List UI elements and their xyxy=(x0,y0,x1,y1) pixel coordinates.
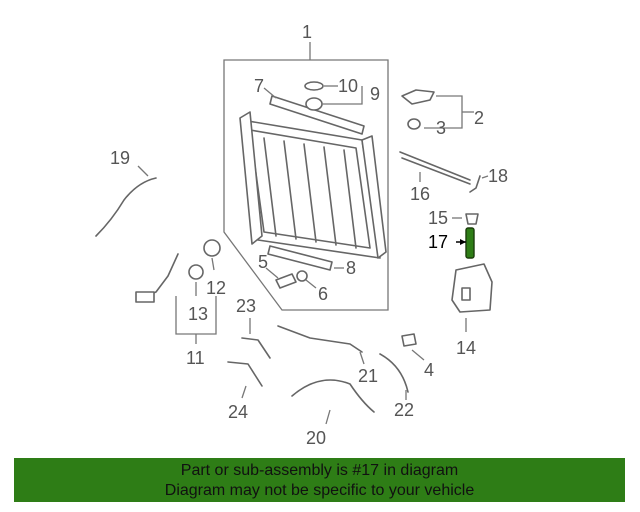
callout-23[interactable]: 23 xyxy=(236,296,256,316)
leader-6 xyxy=(305,279,317,289)
o-ring-part[interactable] xyxy=(203,239,221,257)
callout-14[interactable]: 14 xyxy=(456,338,476,358)
callout-5[interactable]: 5 xyxy=(258,252,268,272)
callout-3[interactable]: 3 xyxy=(436,118,446,138)
callout-21[interactable]: 21 xyxy=(358,366,378,386)
callout-9[interactable]: 9 xyxy=(370,84,380,104)
upper-mount-bar-part[interactable] xyxy=(269,95,365,135)
reserve-tank-part[interactable] xyxy=(451,263,493,313)
callout-2[interactable]: 2 xyxy=(474,108,484,128)
callout-16[interactable]: 16 xyxy=(410,184,430,204)
info-banner: Part or sub-assembly is #17 in diagram D… xyxy=(14,458,625,502)
bypass-hose-part[interactable] xyxy=(379,353,409,393)
connector-part[interactable] xyxy=(135,291,155,303)
small-hose-24-part[interactable] xyxy=(227,361,263,387)
leader-4 xyxy=(411,349,425,361)
callout-10[interactable]: 10 xyxy=(338,76,358,96)
drain-plug-part[interactable] xyxy=(296,270,308,282)
callout-1[interactable]: 1 xyxy=(302,22,312,42)
pressure-cap-part[interactable] xyxy=(401,89,435,105)
radiator-assembly-outline xyxy=(223,59,389,311)
leader-12 xyxy=(211,257,215,271)
callout-7[interactable]: 7 xyxy=(254,76,264,96)
upper-radiator-hose-part[interactable] xyxy=(95,177,157,237)
callout-15[interactable]: 15 xyxy=(428,208,448,228)
callout-24[interactable]: 24 xyxy=(228,402,248,422)
banner-line-1: Part or sub-assembly is #17 in diagram xyxy=(180,462,459,479)
callout-22[interactable]: 22 xyxy=(394,400,414,420)
callout-20[interactable]: 20 xyxy=(306,428,326,448)
callout-17[interactable]: 17 xyxy=(428,232,448,252)
small-hose-23-part[interactable] xyxy=(241,337,271,359)
clip-part[interactable] xyxy=(407,118,421,130)
leader-5 xyxy=(265,267,279,279)
highlighted-reserve-hose-part[interactable] xyxy=(465,227,475,259)
callout-12[interactable]: 12 xyxy=(206,278,226,298)
mount-rubber-part[interactable] xyxy=(305,97,323,111)
tee-joint-part[interactable] xyxy=(469,175,481,193)
callout-18[interactable]: 18 xyxy=(488,166,508,186)
overflow-rod-part[interactable] xyxy=(399,151,471,181)
leader-17-arrow xyxy=(460,239,466,245)
cushion-part[interactable] xyxy=(304,81,324,91)
banner-line-2: Diagram may not be specific to your vehi… xyxy=(164,482,475,499)
callout-13[interactable]: 13 xyxy=(188,304,208,324)
callout-11[interactable]: 11 xyxy=(186,348,205,368)
bolt-part[interactable] xyxy=(401,333,417,347)
lower-radiator-hose-part[interactable] xyxy=(291,379,375,413)
radiator-core-part[interactable] xyxy=(239,111,387,259)
callout-8[interactable]: 8 xyxy=(346,258,356,278)
leader-20 xyxy=(325,409,331,425)
lower-cushion-part[interactable] xyxy=(275,273,297,289)
reserve-cap-part[interactable] xyxy=(465,213,479,225)
leader-18 xyxy=(481,175,489,179)
fan-switch-part[interactable] xyxy=(188,264,204,280)
leader-7 xyxy=(263,87,277,99)
callout-4[interactable]: 4 xyxy=(424,360,434,380)
leader-21 xyxy=(359,351,365,365)
callout-6[interactable]: 6 xyxy=(318,284,328,304)
leader-9 xyxy=(322,86,363,105)
leader-19 xyxy=(137,165,149,177)
leader-24 xyxy=(241,385,247,399)
lower-mount-bar-part[interactable] xyxy=(267,245,333,271)
callout-19[interactable]: 19 xyxy=(110,148,130,168)
water-pipe-part[interactable] xyxy=(277,325,363,353)
